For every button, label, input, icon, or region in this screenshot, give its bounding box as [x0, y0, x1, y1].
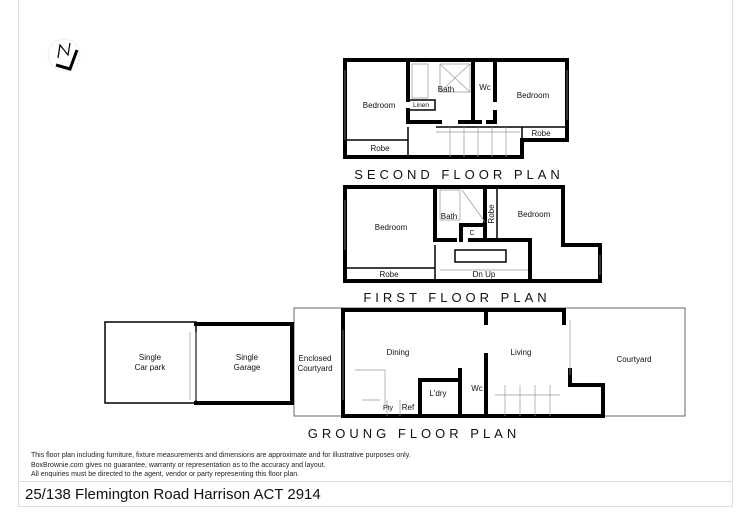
- svg-text:Robe: Robe: [487, 204, 496, 224]
- ground-floor-plan: Single Car park Single Garage Enclosed C…: [104, 307, 686, 441]
- svg-text:Wc: Wc: [471, 384, 483, 393]
- property-address: 25/138 Flemington Road Harrison ACT 2914: [25, 486, 321, 503]
- svg-text:Courtyard: Courtyard: [297, 364, 332, 373]
- svg-text:Courtyard: Courtyard: [616, 355, 651, 364]
- svg-text:SECOND FLOOR PLAN: SECOND FLOOR PLAN: [354, 167, 564, 182]
- page-frame: [18, 0, 733, 507]
- disclaimer-line: All enquiries must be directed to the ag…: [31, 471, 300, 479]
- footer-divider: [18, 481, 733, 482]
- svg-text:Bedroom: Bedroom: [518, 210, 551, 219]
- svg-text:Ref: Ref: [402, 403, 415, 412]
- svg-text:Single: Single: [139, 353, 162, 362]
- svg-text:Bath: Bath: [438, 85, 454, 94]
- svg-text:GROUNG FLOOR PLAN: GROUNG FLOOR PLAN: [308, 426, 520, 441]
- svg-text:Bedroom: Bedroom: [375, 223, 408, 232]
- svg-text:FIRST FLOOR PLAN: FIRST FLOOR PLAN: [363, 290, 550, 305]
- svg-text:Robe: Robe: [379, 270, 399, 279]
- svg-text:Living: Living: [511, 348, 532, 357]
- disclaimer-line: BoxBrownie.com gives no guarantee, warra…: [31, 461, 326, 469]
- disclaimer: This floor plan including furniture, fix…: [31, 451, 411, 480]
- svg-text:Bedroom: Bedroom: [363, 101, 396, 110]
- svg-text:Car park: Car park: [135, 363, 167, 372]
- svg-text:Bedroom: Bedroom: [517, 91, 550, 100]
- svg-text:Pty: Pty: [383, 405, 394, 412]
- svg-text:Wc: Wc: [479, 83, 491, 92]
- second-floor-plan: Bedroom Bath Linen Wc Bedroom Robe Robe …: [343, 58, 569, 182]
- svg-text:L'dry: L'dry: [429, 389, 446, 398]
- svg-text:Robe: Robe: [531, 129, 551, 138]
- svg-text:Single: Single: [236, 353, 259, 362]
- svg-text:Garage: Garage: [234, 363, 261, 372]
- disclaimer-line: This floor plan including furniture, fix…: [31, 452, 411, 459]
- svg-text:Bath: Bath: [441, 212, 457, 221]
- svg-text:Robe: Robe: [370, 144, 390, 153]
- svg-text:Linen: Linen: [413, 102, 429, 109]
- svg-text:C: C: [469, 230, 474, 237]
- svg-text:Dining: Dining: [387, 348, 410, 357]
- svg-text:Enclosed: Enclosed: [299, 354, 332, 363]
- north-compass-icon: N: [47, 38, 81, 72]
- svg-text:Dn Up: Dn Up: [473, 270, 496, 279]
- first-floor-plan: Bedroom Bath C Robe Bedroom Robe Dn Up F…: [343, 185, 602, 305]
